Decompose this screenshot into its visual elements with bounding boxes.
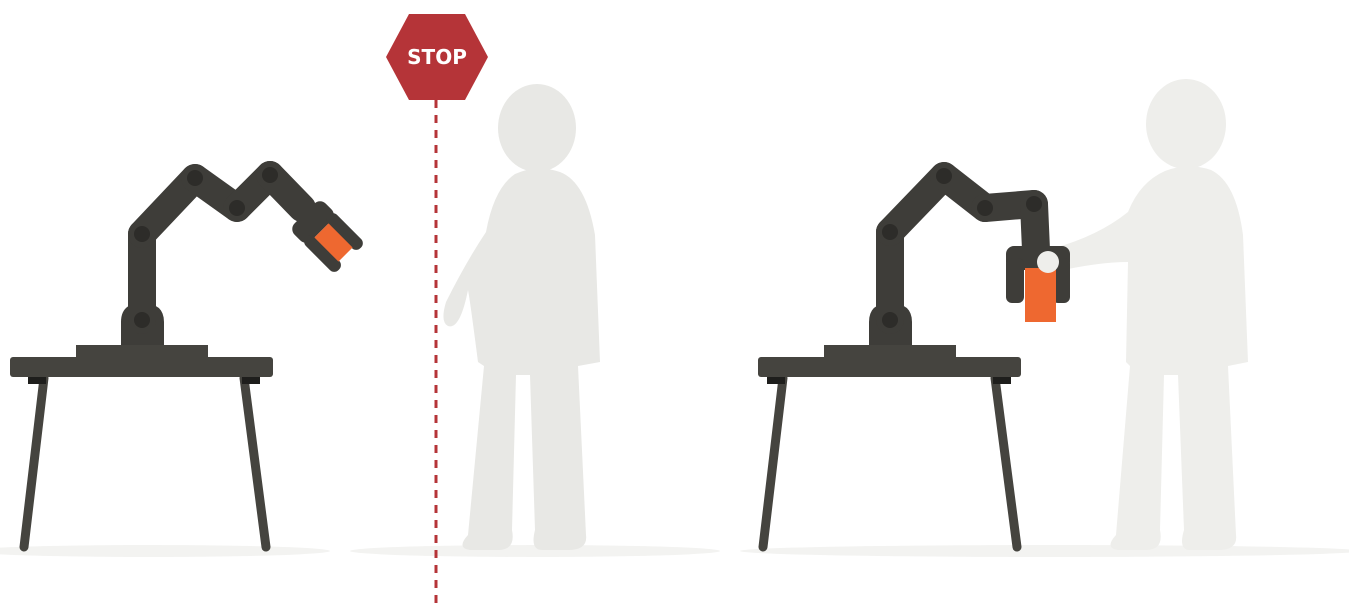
human-silhouette-right xyxy=(1040,79,1248,550)
left-table xyxy=(10,357,273,547)
human-body xyxy=(443,168,600,550)
right-robot-arm xyxy=(824,168,1070,358)
table-leg xyxy=(763,378,783,547)
human-head xyxy=(1146,79,1226,169)
human-head xyxy=(498,84,576,172)
robot-joint xyxy=(1026,196,1042,212)
robot-joint xyxy=(229,200,245,216)
table-leg xyxy=(24,378,44,547)
orange-part xyxy=(1025,268,1056,322)
table-band xyxy=(28,376,46,384)
table-leg xyxy=(995,378,1017,547)
robot-joint xyxy=(977,200,993,216)
stop-sign-text: STOP xyxy=(407,45,467,69)
human-hand xyxy=(1037,251,1059,273)
robot-base-plate xyxy=(824,345,956,358)
robot-base-plate xyxy=(76,345,208,358)
left-robot-arm xyxy=(76,167,365,358)
robot-joint xyxy=(262,167,278,183)
ground-shadow-left xyxy=(0,545,330,557)
table-top xyxy=(10,357,273,377)
robot-joint xyxy=(882,224,898,240)
human-body xyxy=(1040,166,1248,550)
table-band xyxy=(767,376,785,384)
table-band xyxy=(993,376,1011,384)
robot-gripper xyxy=(1006,246,1070,322)
human-silhouette-left xyxy=(443,84,600,550)
robot-joint xyxy=(936,168,952,184)
robot-joint xyxy=(134,312,150,328)
robot-joint xyxy=(187,170,203,186)
table-leg xyxy=(244,378,266,547)
table-band xyxy=(242,376,260,384)
robot-joint xyxy=(882,312,898,328)
robot-joint xyxy=(134,226,150,242)
table-top xyxy=(758,357,1021,377)
right-table xyxy=(758,357,1021,547)
ground-shadow-middle xyxy=(350,545,720,557)
ground-shadow-right xyxy=(740,545,1349,557)
